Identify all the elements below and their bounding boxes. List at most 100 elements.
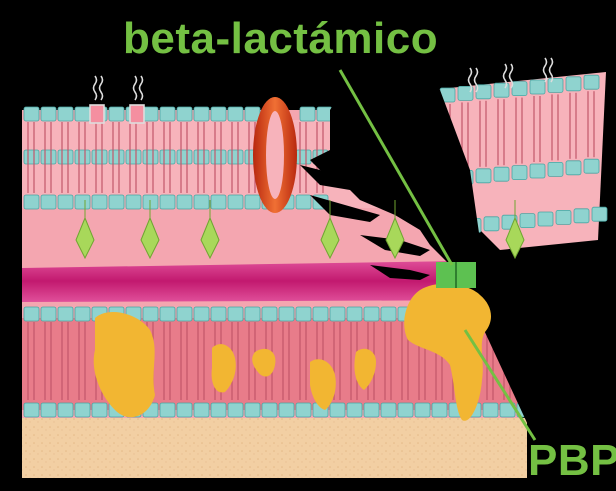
lipid-head — [75, 107, 90, 121]
lipid-head — [262, 307, 277, 321]
lipid-head — [24, 150, 39, 164]
lipid-head — [75, 195, 90, 209]
lipid-head — [512, 82, 527, 96]
lipid-head — [143, 307, 158, 321]
lipid-head — [317, 107, 332, 121]
lipid-head — [296, 195, 311, 209]
lipid-head — [194, 403, 209, 417]
lipid-head — [126, 150, 141, 164]
lipid-head — [548, 78, 563, 92]
lipid-head — [364, 403, 379, 417]
lipid-head — [245, 107, 260, 121]
lipid-head — [211, 107, 226, 121]
lipid-head — [381, 307, 396, 321]
lipid-head — [574, 209, 589, 223]
lipid-head — [279, 307, 294, 321]
lipid-head — [24, 403, 39, 417]
lipid-head — [228, 403, 243, 417]
lipid-head — [75, 403, 90, 417]
lipid-head — [160, 107, 175, 121]
lipid-head — [520, 214, 535, 228]
lipid-head — [143, 150, 158, 164]
lipid-head — [160, 195, 175, 209]
lipid-head — [160, 150, 175, 164]
lps-anchor — [130, 105, 144, 123]
lipid-head — [194, 307, 209, 321]
lipid-head — [126, 195, 141, 209]
lipid-head — [92, 150, 107, 164]
cytoplasm — [22, 418, 527, 478]
lipid-head — [330, 403, 345, 417]
lipid-head — [194, 195, 209, 209]
lipid-head — [584, 75, 599, 89]
lipid-head — [228, 150, 243, 164]
lipid-head — [483, 403, 498, 417]
lipid-head — [566, 77, 581, 91]
lipid-head — [538, 212, 553, 226]
lipid-head — [194, 107, 209, 121]
lipid-head — [92, 403, 107, 417]
lipid-head — [177, 150, 192, 164]
pbp-label: PBP — [528, 436, 616, 486]
lipid-head — [41, 107, 56, 121]
lipid-head — [41, 403, 56, 417]
lipid-head — [58, 107, 73, 121]
lipid-head — [24, 107, 39, 121]
lipid-head — [75, 150, 90, 164]
lipid-head — [300, 107, 315, 121]
lipid-head — [160, 403, 175, 417]
lipid-head — [556, 210, 571, 224]
lipid-head — [484, 217, 499, 231]
lipid-head — [313, 307, 328, 321]
lipid-head — [512, 166, 527, 180]
lipid-head — [347, 307, 362, 321]
lipid-head — [262, 403, 277, 417]
lipid-head — [109, 107, 124, 121]
lipid-head — [296, 403, 311, 417]
lipid-head — [75, 307, 90, 321]
lipid-head — [228, 307, 243, 321]
lipid-head — [592, 207, 607, 221]
beta-lactam-molecule — [436, 262, 476, 288]
lipid-head — [41, 150, 56, 164]
lipid-head — [177, 307, 192, 321]
lipid-head — [41, 195, 56, 209]
lipid-head — [228, 195, 243, 209]
lipid-head — [584, 159, 599, 173]
lipid-head — [347, 403, 362, 417]
lipid-head — [415, 403, 430, 417]
lipid-head — [364, 307, 379, 321]
lipid-head — [296, 150, 311, 164]
lipid-head — [476, 169, 491, 183]
lipid-head — [109, 150, 124, 164]
lipid-head — [58, 195, 73, 209]
porin-channel — [253, 97, 297, 213]
lipid-head — [211, 307, 226, 321]
lipid-head — [211, 150, 226, 164]
beta-lactam-label: beta-lactámico — [123, 14, 438, 64]
lipid-head — [476, 85, 491, 99]
lipid-head — [160, 307, 175, 321]
lipid-head — [432, 403, 447, 417]
lipid-head — [58, 307, 73, 321]
lipid-head — [566, 161, 581, 175]
lipid-head — [245, 307, 260, 321]
lipid-head — [494, 167, 509, 181]
lipid-head — [245, 403, 260, 417]
lipid-head — [211, 403, 226, 417]
lipid-head — [109, 195, 124, 209]
lipid-head — [177, 195, 192, 209]
lipid-head — [330, 307, 345, 321]
lipid-head — [41, 307, 56, 321]
lipid-head — [279, 403, 294, 417]
lipid-head — [530, 164, 545, 178]
lipid-head — [211, 195, 226, 209]
lipid-head — [194, 150, 209, 164]
lipid-head — [177, 107, 192, 121]
lipid-head — [381, 403, 396, 417]
lps-anchor — [90, 105, 104, 123]
lipid-head — [530, 80, 545, 94]
lipid-head — [228, 107, 243, 121]
lipid-head — [177, 403, 192, 417]
